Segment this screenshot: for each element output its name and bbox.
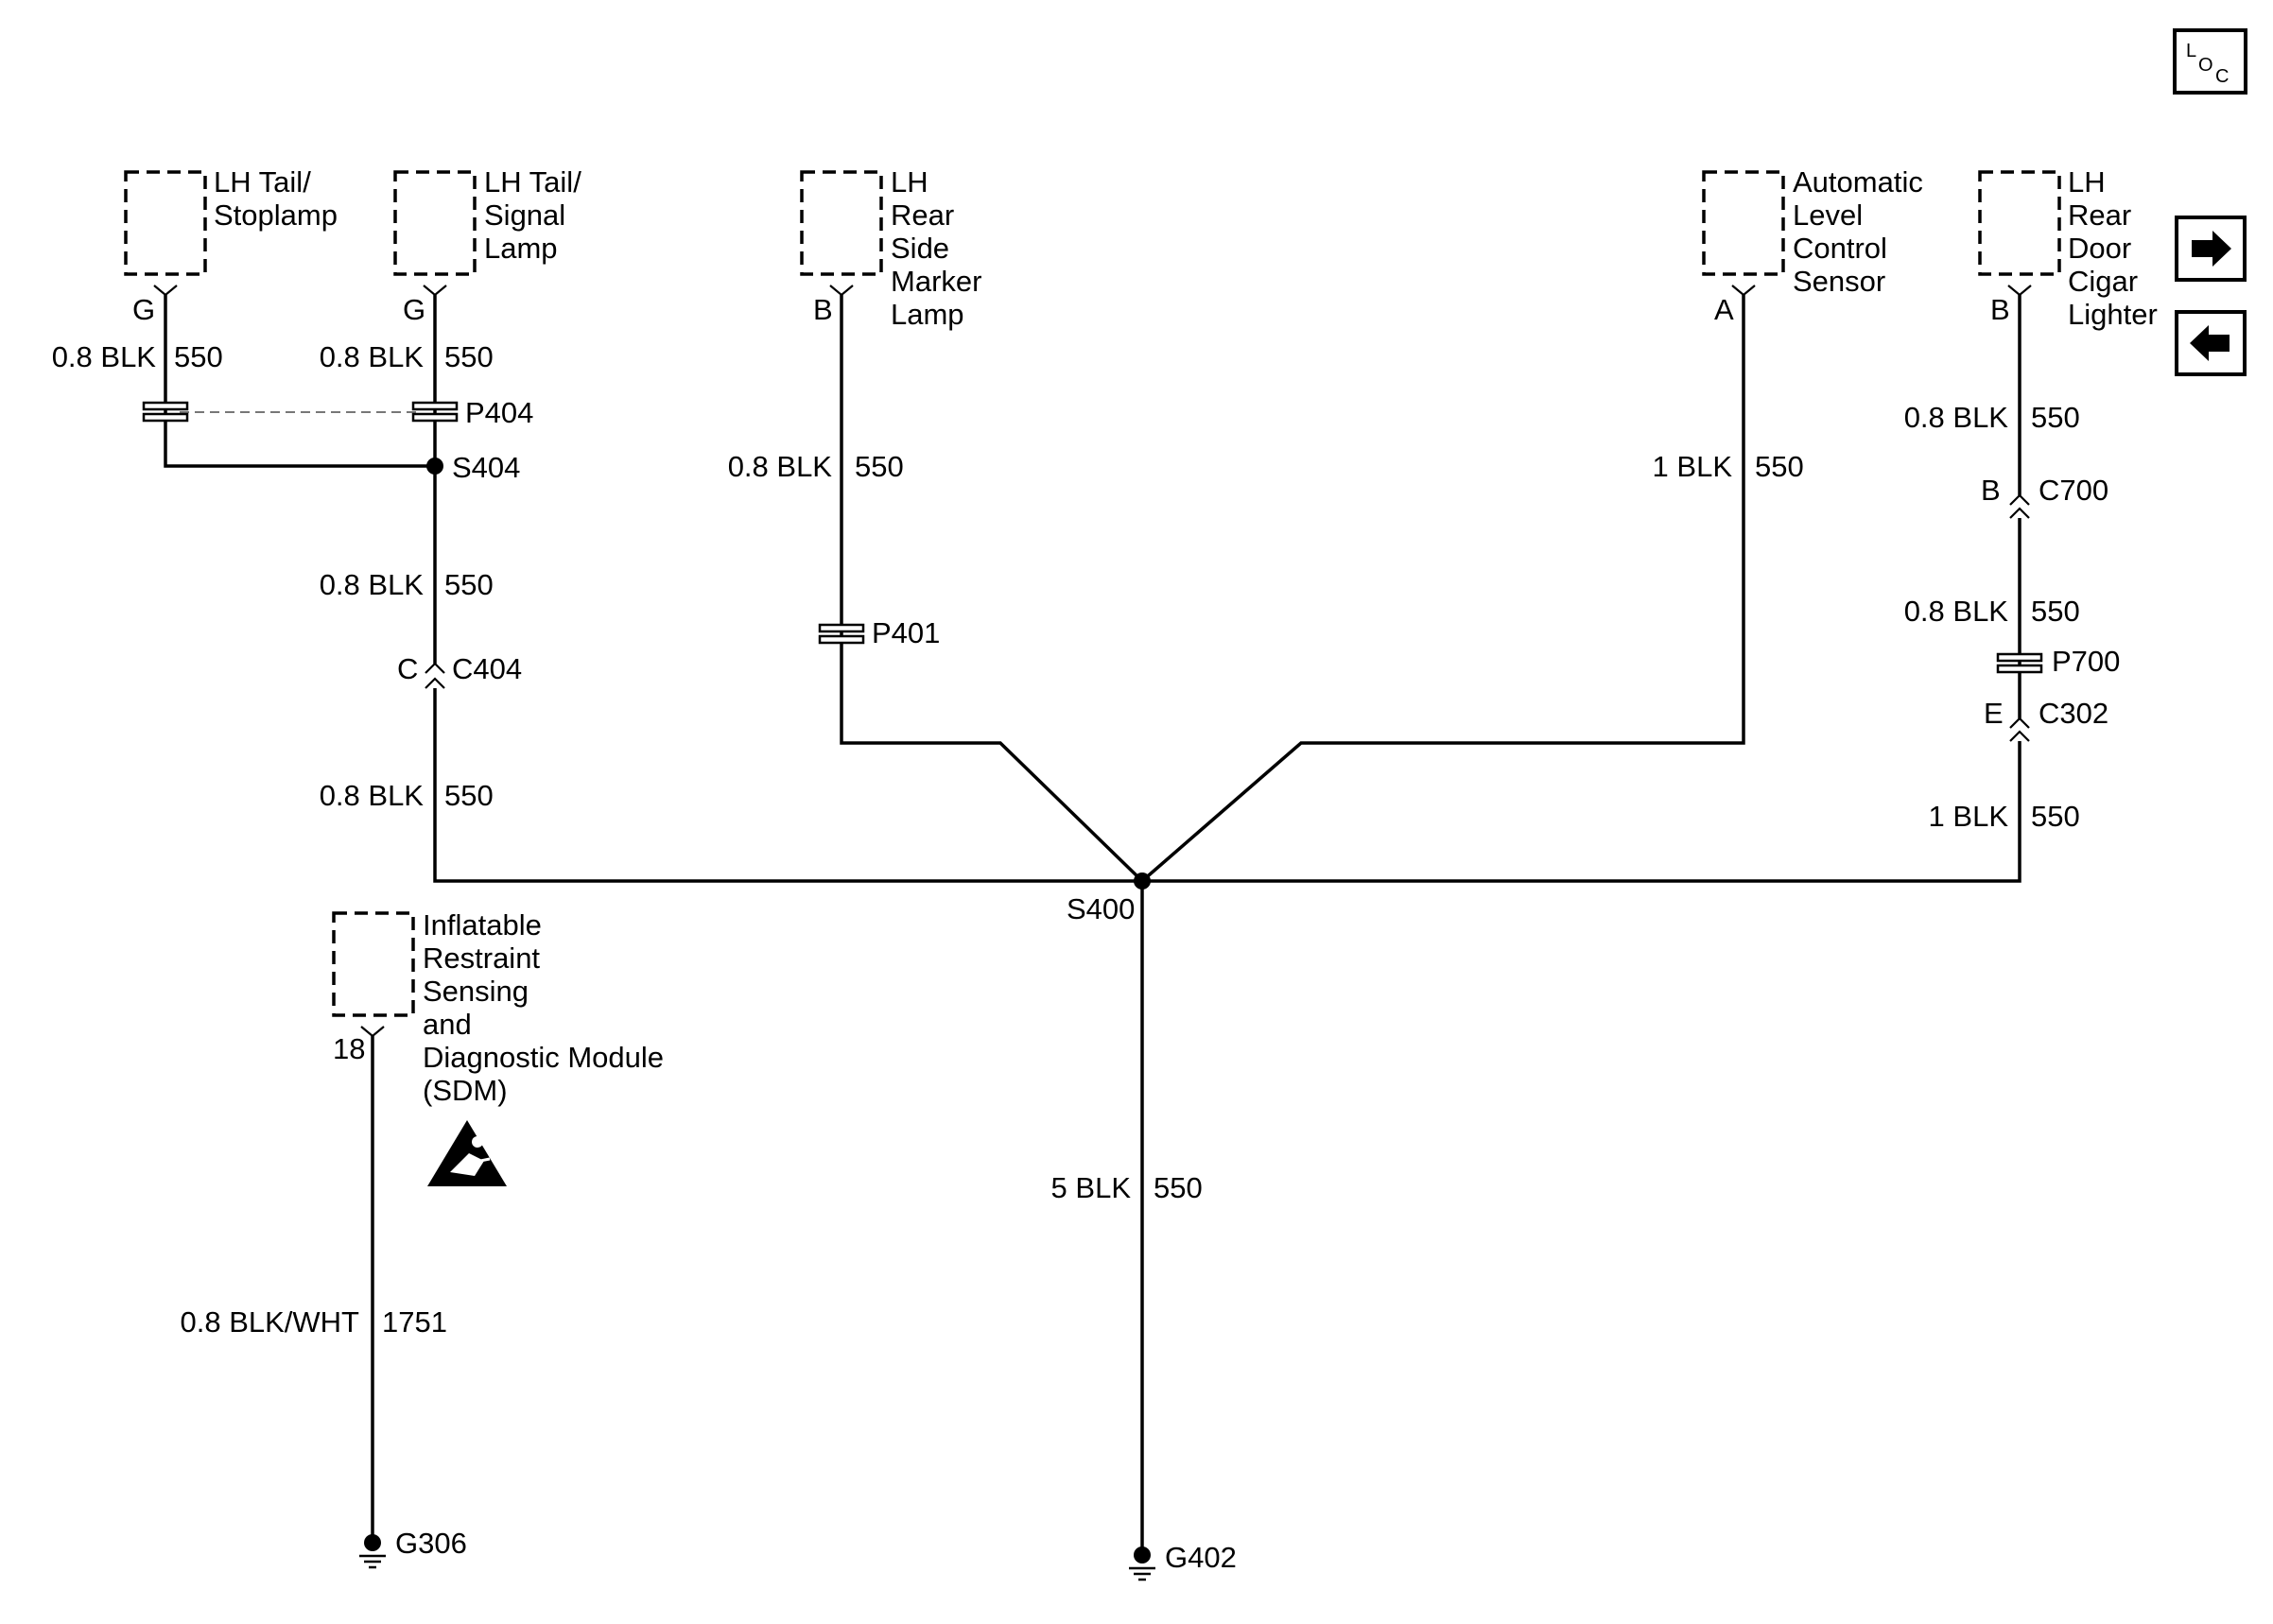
- c404-s400-wire-gauge: 0.8 BLK: [320, 779, 425, 812]
- cigar-mid-wire-circuit: 550: [2031, 595, 2080, 628]
- s404-splice: [426, 458, 443, 475]
- p401-label: P401: [872, 616, 940, 649]
- c700-connector: [2009, 493, 2030, 519]
- p401-connector: [818, 623, 865, 645]
- cigar-bottom-wire-circuit: 550: [2031, 800, 2080, 833]
- c404-connector: [425, 662, 445, 689]
- g306-ground-icon: [359, 1534, 386, 1569]
- stoplamp-wire-circuit: 550: [174, 340, 223, 373]
- airbag-warning-icon: [427, 1120, 507, 1186]
- lh-tail-stoplamp-box: [124, 170, 207, 276]
- s404-c404-wire-circuit: 550: [444, 568, 494, 601]
- c404-label: C404: [452, 652, 522, 685]
- signal-wire-circuit: 550: [444, 340, 494, 373]
- p404-label: P404: [465, 396, 533, 429]
- loc-button[interactable]: L O C: [2173, 28, 2247, 95]
- arrow-left-icon: [2190, 325, 2230, 361]
- s400-splice: [1134, 872, 1151, 890]
- sensor-wire-circuit: 550: [1755, 450, 1804, 483]
- next-page-button[interactable]: [2175, 216, 2247, 282]
- c404-pin: C: [397, 652, 418, 685]
- p404-left-connector: [142, 401, 189, 423]
- lh-rear-side-marker-box: [800, 170, 883, 276]
- c404-s400-wire-circuit: 550: [444, 779, 494, 812]
- cigar-lighter-pin: B: [1990, 293, 2010, 326]
- s400-label: S400: [1067, 892, 1135, 925]
- loc-letter-c: C: [2215, 66, 2229, 87]
- lh-tail-signal-lamp-label: LH Tail/ Signal Lamp: [484, 165, 589, 265]
- cigar-top-wire-gauge: 0.8 BLK: [1904, 401, 2009, 434]
- sdm-label: Inflatable Restraint Sensing and Diagnos…: [423, 908, 672, 1107]
- cigar-bottom-wire-gauge: 1 BLK: [1929, 800, 2009, 833]
- g402-ground-icon: [1129, 1546, 1155, 1581]
- auto-level-sensor-box: [1702, 170, 1785, 276]
- g306-label: G306: [395, 1527, 467, 1560]
- c302-label: C302: [2039, 697, 2108, 730]
- loc-letter-l: L: [2186, 41, 2196, 61]
- s400-ground-wire-circuit: 550: [1154, 1171, 1203, 1204]
- stoplamp-pin: G: [132, 293, 155, 326]
- lh-tail-signal-lamp-box: [393, 170, 477, 276]
- p700-label: P700: [2052, 645, 2120, 678]
- s404-label: S404: [452, 451, 520, 484]
- sdm-ground-wire-circuit: 1751: [382, 1305, 447, 1339]
- sdm-pin: 18: [333, 1032, 365, 1065]
- stoplamp-wire-gauge: 0.8 BLK: [52, 340, 157, 373]
- s400-ground-wire-gauge: 5 BLK: [1051, 1171, 1132, 1204]
- c700-pin: B: [1981, 474, 2001, 507]
- p700-connector: [1996, 652, 2043, 674]
- lh-tail-stoplamp-label: LH Tail/ Stoplamp: [214, 165, 338, 232]
- signal-wire-gauge: 0.8 BLK: [320, 340, 425, 373]
- p404-connector: [411, 401, 459, 423]
- arrow-right-icon: [2192, 231, 2231, 267]
- marker-wire-gauge: 0.8 BLK: [728, 450, 833, 483]
- c302-pin: E: [1984, 697, 2004, 730]
- previous-page-button[interactable]: [2175, 310, 2247, 376]
- g402-label: G402: [1165, 1541, 1237, 1574]
- cigar-mid-wire-gauge: 0.8 BLK: [1904, 595, 2009, 628]
- lh-rear-door-cigar-box: [1978, 170, 2061, 276]
- s404-c404-wire-gauge: 0.8 BLK: [320, 568, 425, 601]
- wires: [164, 295, 2021, 1555]
- sdm-box: [332, 911, 415, 1017]
- auto-level-sensor-label: Automatic Level Control Sensor: [1793, 165, 1931, 298]
- sdm-ground-wire-gauge: 0.8 BLK/WHT: [181, 1305, 360, 1339]
- c302-connector: [2009, 717, 2030, 742]
- lh-rear-side-marker-label: LH Rear Side Marker Lamp: [891, 165, 990, 331]
- cigar-top-wire-circuit: 550: [2031, 401, 2080, 434]
- loc-letter-o: O: [2198, 55, 2213, 76]
- lh-rear-door-cigar-label: LH Rear Door Cigar Lighter: [2068, 165, 2158, 331]
- signal-lamp-pin: G: [403, 293, 425, 326]
- side-marker-pin: B: [813, 293, 833, 326]
- c700-label: C700: [2039, 474, 2108, 507]
- sensor-wire-gauge: 1 BLK: [1653, 450, 1733, 483]
- level-sensor-pin: A: [1714, 293, 1734, 326]
- marker-wire-circuit: 550: [855, 450, 904, 483]
